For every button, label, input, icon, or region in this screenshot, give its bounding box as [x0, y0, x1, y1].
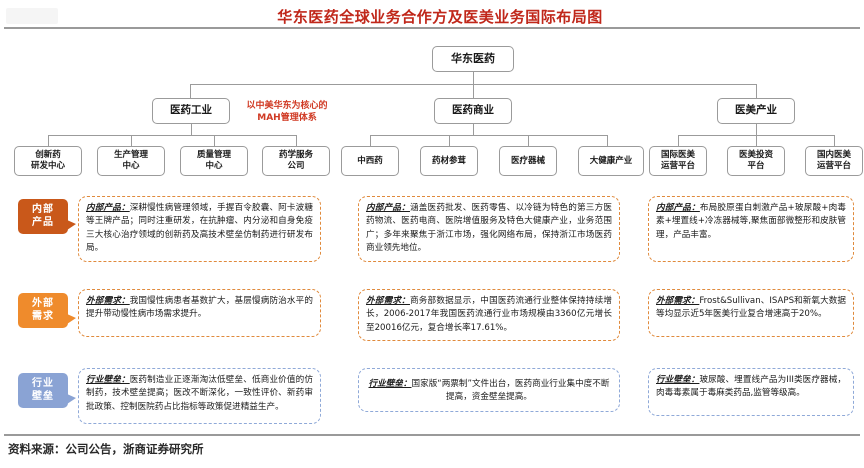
connector-commerce-c3 [528, 135, 529, 146]
mah-annotation-line1: 以中美华东为核心的 [246, 101, 328, 111]
cell-industry-barrier-industry[interactable]: 行业壁垒：医药制造业正逐渐淘汰低壁垒、低商业价值的仿制药，技术壁垒提高；医改不断… [78, 368, 321, 424]
cell-body-text: 深耕慢性病管理领域，手握百令胶囊、阿卡波糖等王牌产品；同时注重研发，在抗肿瘤、内… [86, 203, 313, 253]
connector-commerce-stub [473, 124, 474, 135]
connector-industry-c4 [296, 135, 297, 146]
watermark-logo [6, 8, 58, 24]
org-node-label: 药材参茸 [431, 155, 466, 166]
org-node-commerce-child-1[interactable]: 中西药 [341, 146, 399, 176]
cell-body-text: 商务部数据显示，中国医药流通行业整体保持持续增长，2006-2017年我国医药流… [366, 296, 612, 333]
cell-industry-barrier-aesthetics[interactable]: 行业壁垒：玻尿酸、埋置线产品为III类医疗器械，肉毒毒素属于毒麻类药品,监管等级… [648, 368, 854, 416]
connector-commerce-c2 [449, 135, 450, 146]
row-label-external-demand[interactable]: 外部 需求 [18, 293, 76, 328]
connector-branch-2 [473, 84, 474, 98]
header-divider [4, 27, 860, 29]
bubble-tail-icon [67, 314, 76, 324]
org-node-label: 大健康产业 [589, 155, 633, 166]
org-node-label: 医疗器械 [510, 155, 545, 166]
connector-commerce-c4 [607, 135, 608, 146]
cell-lead-label: 外部需求： [86, 296, 130, 306]
org-node-label: 生产管理 中心 [113, 150, 148, 171]
connector-commerce-bus [370, 135, 607, 136]
connector-industry-c1 [48, 135, 49, 146]
org-node-aesthetics-child-2[interactable]: 医美投资 平台 [727, 146, 785, 176]
cell-external-demand-commerce[interactable]: 外部需求：商务部数据显示，中国医药流通行业整体保持持续增长，2006-2017年… [358, 289, 620, 341]
org-node-industry-child-1[interactable]: 创新药 研发中心 [14, 146, 82, 176]
cell-body-text: 涵盖医药批发、医药零售、以冷链为特色的第三方医药物流、医药电商、医院增值服务及特… [366, 203, 612, 253]
cell-lead-label: 内部产品： [656, 203, 700, 213]
org-node-branch-commerce[interactable]: 医药商业 [434, 98, 512, 124]
source-note: 资料来源：公司公告，浙商证券研究所 [8, 442, 204, 456]
connector-industry-c3 [214, 135, 215, 146]
row-label-internal-products[interactable]: 内部 产品 [18, 199, 76, 234]
cell-internal-products-industry[interactable]: 内部产品：深耕慢性病管理领域，手握百令胶囊、阿卡波糖等王牌产品；同时注重研发，在… [78, 196, 321, 262]
mah-annotation: 以中美华东为核心的 MAH管理体系 [231, 100, 343, 124]
page-title: 华东医药全球业务合作方及医美业务国际布局图 [277, 8, 603, 26]
cell-internal-products-commerce[interactable]: 内部产品：涵盖医药批发、医药零售、以冷链为特色的第三方医药物流、医药电商、医院增… [358, 196, 620, 262]
row-label-text: 行业 壁垒 [32, 378, 54, 402]
org-node-industry-child-3[interactable]: 质量管理 中心 [180, 146, 248, 176]
connector-root-stub [473, 72, 474, 84]
cell-lead-label: 内部产品： [366, 203, 410, 213]
cell-lead-label: 内部产品： [86, 203, 130, 213]
connector-industry-c2 [131, 135, 132, 146]
org-node-commerce-child-3[interactable]: 医疗器械 [499, 146, 557, 176]
org-node-label: 中西药 [357, 155, 383, 166]
connector-industry-stub [191, 124, 192, 135]
cell-body-text: Frost&Sullivan、ISAPS和新氧大数据等均显示近5年医美行业复合增… [656, 296, 846, 320]
cell-lead-label: 外部需求： [656, 296, 700, 306]
cell-body-text: 玻尿酸、埋置线产品为III类医疗器械，肉毒毒素属于毒麻类药品,监管等级高。 [656, 375, 846, 399]
cell-body-text: 国家版“两票制”文件出台，医药商业行业集中度不断提高，资金壁垒提高。 [411, 379, 610, 403]
cell-lead-label: 外部需求： [366, 296, 410, 306]
row-label-text: 外部 需求 [32, 298, 54, 322]
row-label-industry-barrier[interactable]: 行业 壁垒 [18, 373, 76, 408]
connector-aesthetics-stub [756, 124, 757, 135]
cell-lead-label: 行业壁垒： [368, 379, 412, 389]
org-node-root[interactable]: 华东医药 [432, 46, 514, 72]
connector-aesthetics-c2 [756, 135, 757, 146]
org-node-label: 药学服务 公司 [278, 150, 313, 171]
org-node-label: 质量管理 中心 [196, 150, 231, 171]
org-node-label: 创新药 研发中心 [30, 150, 65, 171]
bubble-tail-icon [67, 220, 76, 230]
org-node-label: 国际医美 运营平台 [660, 150, 695, 171]
cell-lead-label: 行业壁垒： [86, 375, 130, 385]
org-node-industry-child-4[interactable]: 药学服务 公司 [262, 146, 330, 176]
org-node-commerce-child-4[interactable]: 大健康产业 [578, 146, 644, 176]
connector-branch-3 [756, 84, 757, 98]
row-label-text: 内部 产品 [32, 204, 54, 228]
footer-divider [4, 434, 860, 436]
connector-commerce-c1 [370, 135, 371, 146]
org-node-industry-child-2[interactable]: 生产管理 中心 [97, 146, 165, 176]
org-node-aesthetics-child-3[interactable]: 国内医美 运营平台 [805, 146, 863, 176]
org-node-branch-aesthetics[interactable]: 医美产业 [717, 98, 795, 124]
bubble-tail-icon [67, 394, 76, 404]
org-node-label: 医美投资 平台 [738, 150, 773, 171]
cell-body-text: 我国慢性病患者基数扩大，基层慢病防治水平的提升带动慢性病市场需求提升。 [86, 296, 313, 320]
connector-aesthetics-c1 [678, 135, 679, 146]
mah-annotation-line2: MAH管理体系 [257, 113, 317, 124]
cell-body-text: 医药制造业正逐渐淘汰低壁垒、低商业价值的仿制药，技术壁垒提高；医改不断深化，一致… [86, 375, 313, 412]
cell-body-text: 布局胶原蛋白刺激产品+玻尿酸+肉毒素+埋置线+冷冻器械等,聚焦面部微整形和皮肤管… [656, 203, 846, 240]
cell-internal-products-aesthetics[interactable]: 内部产品：布局胶原蛋白刺激产品+玻尿酸+肉毒素+埋置线+冷冻器械等,聚焦面部微整… [648, 196, 854, 262]
org-node-label: 国内医美 运营平台 [816, 150, 851, 171]
cell-external-demand-industry[interactable]: 外部需求：我国慢性病患者基数扩大，基层慢病防治水平的提升带动慢性病市场需求提升。 [78, 289, 321, 337]
connector-branch-1 [190, 84, 191, 98]
org-node-branch-industry[interactable]: 医药工业 [152, 98, 230, 124]
cell-industry-barrier-commerce[interactable]: 行业壁垒：国家版“两票制”文件出台，医药商业行业集中度不断提高，资金壁垒提高。 [358, 368, 620, 412]
cell-external-demand-aesthetics[interactable]: 外部需求：Frost&Sullivan、ISAPS和新氧大数据等均显示近5年医美… [648, 289, 854, 337]
org-node-commerce-child-2[interactable]: 药材参茸 [420, 146, 478, 176]
cell-lead-label: 行业壁垒： [656, 375, 700, 385]
connector-aesthetics-c3 [834, 135, 835, 146]
connector-industry-bus [48, 135, 296, 136]
org-node-aesthetics-child-1[interactable]: 国际医美 运营平台 [649, 146, 707, 176]
